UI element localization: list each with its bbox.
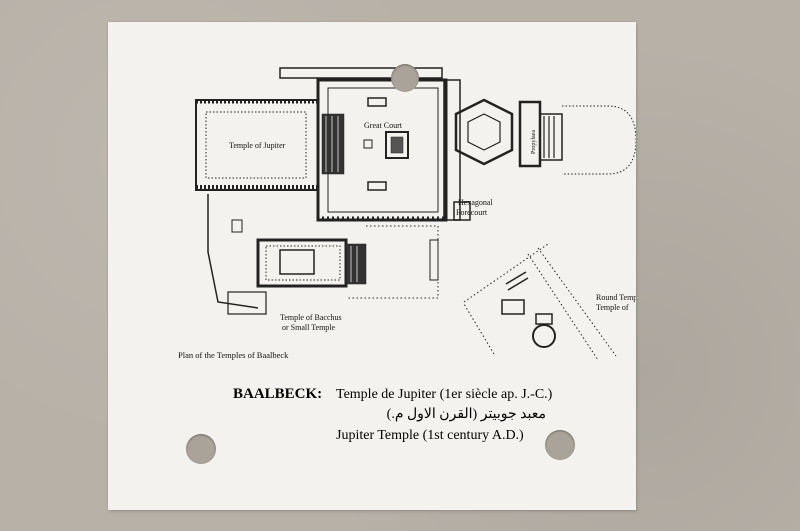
info-card: Temple of Jupiter Great Court Propylaea …: [108, 22, 636, 510]
label-temple-of-round: Temple of: [596, 303, 629, 312]
punch-hole-right: [545, 430, 575, 460]
label-round-temple: Round Temp: [596, 293, 636, 302]
hexagonal-forecourt-outline: [454, 98, 514, 166]
caption-heading: BAALBECK:: [233, 386, 323, 402]
caption-english: Jupiter Temple (1st century A.D.): [336, 428, 524, 443]
caption-french: Temple de Jupiter (1er siècle ap. J.-C.): [336, 387, 553, 402]
temple-of-bacchus-outline: [256, 238, 348, 288]
label-temple-of-bacchus: Temple of Bacchus: [280, 313, 342, 322]
propylaea-outline: [518, 100, 542, 168]
caption-arabic: معبد جوبيتر (القرن الاول م.): [386, 407, 546, 422]
label-forecourt: Forecourt: [456, 208, 488, 217]
round-temple-outline: [532, 324, 556, 348]
great-court-outline: [316, 78, 448, 222]
punch-hole-top: [391, 64, 419, 92]
punch-hole-left: [186, 434, 216, 464]
label-hexagonal: Hexagonal: [458, 198, 493, 207]
label-temple-of-jupiter: Temple of Jupiter: [229, 141, 286, 150]
label-great-court: Great Court: [364, 121, 403, 130]
plan-title: Plan of the Temples of Baalbeck: [178, 350, 289, 360]
temple-plan-drawing: Temple of Jupiter Great Court Propylaea …: [178, 67, 636, 361]
label-propylaea: Propylaea: [531, 130, 537, 154]
label-or-small-temple: or Small Temple: [282, 323, 336, 332]
